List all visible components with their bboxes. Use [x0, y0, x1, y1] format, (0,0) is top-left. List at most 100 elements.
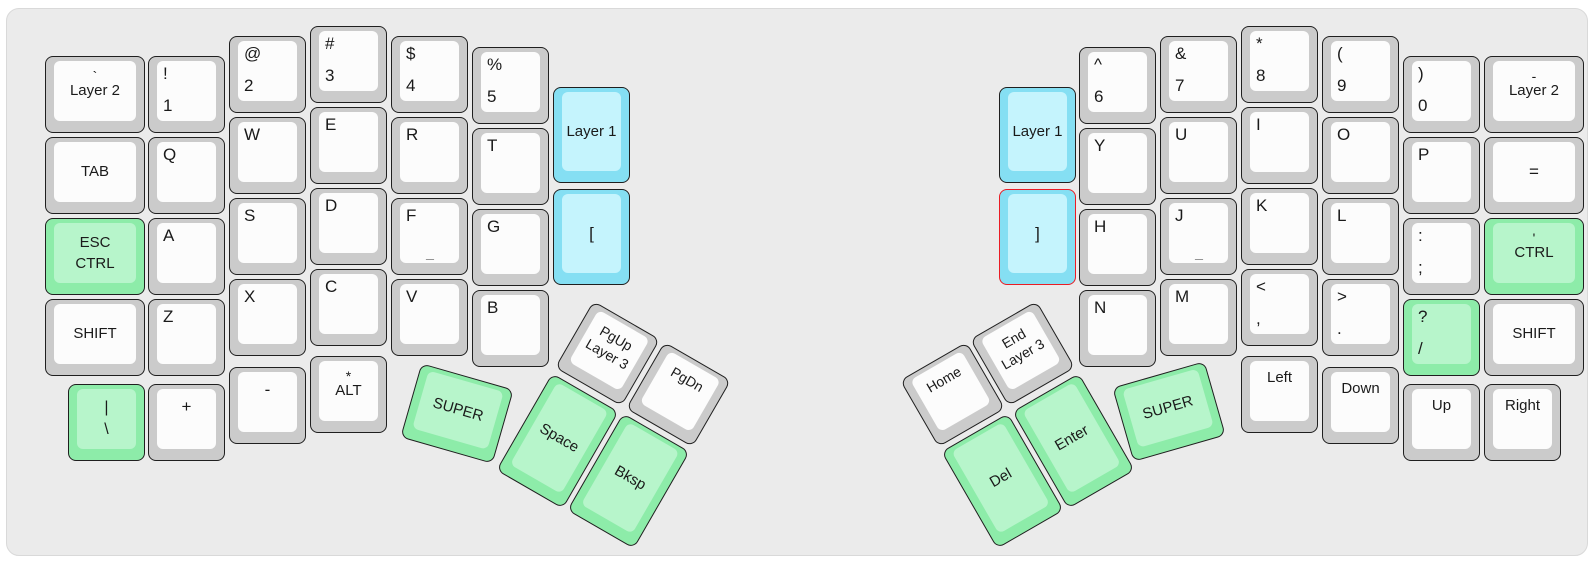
- key-right-bracket[interactable]: ]: [999, 189, 1076, 285]
- keycap-top: ?/: [1412, 304, 1471, 364]
- key-legends: Left: [1250, 361, 1309, 421]
- key-asterisk-alt[interactable]: *ALT: [310, 356, 387, 433]
- key-greater-period[interactable]: >.: [1322, 279, 1399, 356]
- key-legends: [: [562, 194, 621, 273]
- key-t[interactable]: T: [472, 128, 549, 205]
- key-pipe-backslash[interactable]: |\: [68, 384, 145, 461]
- key-j[interactable]: J_: [1160, 198, 1237, 275]
- key-shift-right[interactable]: SHIFT: [1484, 299, 1584, 376]
- key-q[interactable]: Q: [148, 137, 225, 214]
- key-hash-3[interactable]: #3: [310, 26, 387, 103]
- keycap-top: O: [1331, 122, 1390, 182]
- key-legend: ESC: [79, 234, 111, 252]
- key-legends: !1: [157, 61, 216, 121]
- key-legend: <: [1256, 277, 1266, 296]
- keycap-top: Down: [1331, 372, 1390, 432]
- key-shift-left[interactable]: SHIFT: [45, 299, 145, 376]
- key-legends: SUPER: [412, 371, 504, 450]
- key-b[interactable]: B: [472, 290, 549, 367]
- key-rparen-0[interactable]: )0: [1403, 56, 1480, 133]
- key-o[interactable]: O: [1322, 117, 1399, 194]
- key-r[interactable]: R: [391, 117, 468, 194]
- key-legend: C: [325, 277, 338, 296]
- key-exclam-1[interactable]: !1: [148, 56, 225, 133]
- key-question-slash[interactable]: ?/: [1403, 299, 1480, 376]
- key-f[interactable]: F_: [391, 198, 468, 275]
- key-s[interactable]: S: [229, 198, 306, 275]
- key-minus[interactable]: -: [229, 367, 306, 444]
- key-up-arrow[interactable]: Up: [1403, 384, 1480, 461]
- key-u[interactable]: U: [1160, 117, 1237, 194]
- key-layer1-left[interactable]: Layer 1: [553, 87, 630, 183]
- key-legends: H: [1088, 214, 1147, 274]
- key-down-arrow[interactable]: Down: [1322, 367, 1399, 444]
- key-w[interactable]: W: [229, 117, 306, 194]
- key-legend: T: [487, 136, 498, 155]
- key-legend: \: [104, 420, 109, 438]
- key-h[interactable]: H: [1079, 209, 1156, 286]
- key-legend: 8: [1256, 66, 1266, 86]
- key-legends: %5: [481, 52, 540, 112]
- key-quote-ctrl[interactable]: 'CTRL: [1484, 218, 1584, 295]
- key-legend: F: [406, 206, 417, 225]
- keycap-top: K: [1250, 193, 1309, 253]
- key-v[interactable]: V: [391, 279, 468, 356]
- keycap-top: R: [400, 122, 459, 182]
- key-equals[interactable]: =: [1484, 137, 1584, 214]
- keycap-top: )0: [1412, 61, 1471, 121]
- key-legends: Layer 1: [562, 92, 621, 171]
- key-legends: W: [238, 122, 297, 182]
- key-legend: Y: [1094, 136, 1106, 155]
- key-minus-layer2[interactable]: -Layer 2: [1484, 56, 1584, 133]
- key-legends: 'CTRL: [1493, 223, 1575, 283]
- key-legend: Layer 2: [1508, 82, 1560, 100]
- key-y[interactable]: Y: [1079, 128, 1156, 205]
- key-colon-semicolon[interactable]: :;: [1403, 218, 1480, 295]
- key-super-right[interactable]: SUPER: [1112, 361, 1226, 462]
- keycap-top: *ALT: [319, 361, 378, 421]
- key-n[interactable]: N: [1079, 290, 1156, 367]
- key-c[interactable]: C: [310, 269, 387, 346]
- key-left-bracket[interactable]: [: [553, 189, 630, 285]
- key-g[interactable]: G: [472, 209, 549, 286]
- key-k[interactable]: K: [1241, 188, 1318, 265]
- key-right-arrow[interactable]: Right: [1484, 384, 1561, 461]
- key-l[interactable]: L: [1322, 198, 1399, 275]
- key-legend: SUPER: [430, 394, 486, 426]
- key-amp-7[interactable]: &7: [1160, 36, 1237, 113]
- keycap-top: Home: [910, 350, 992, 433]
- key-percent-5[interactable]: %5: [472, 47, 549, 124]
- key-m[interactable]: M: [1160, 279, 1237, 356]
- key-legends: #3: [319, 31, 378, 91]
- key-plus[interactable]: +: [148, 384, 225, 461]
- key-caret-6[interactable]: ^6: [1079, 47, 1156, 124]
- key-i[interactable]: I: [1241, 107, 1318, 184]
- key-asterisk-8[interactable]: *8: [1241, 26, 1318, 103]
- key-legend: ): [1418, 64, 1424, 83]
- key-legend: @: [244, 44, 262, 63]
- key-tab[interactable]: TAB: [45, 137, 145, 214]
- key-grave-layer2[interactable]: `Layer 2: [45, 56, 145, 133]
- key-layer1-right[interactable]: Layer 1: [999, 87, 1076, 183]
- key-a[interactable]: A: [148, 218, 225, 295]
- key-x[interactable]: X: [229, 279, 306, 356]
- key-at-2[interactable]: @2: [229, 36, 306, 113]
- key-d[interactable]: D: [310, 188, 387, 265]
- key-e[interactable]: E: [310, 107, 387, 184]
- key-super-left[interactable]: SUPER: [400, 363, 514, 464]
- keycap-top: -Layer 2: [1493, 61, 1575, 121]
- key-legend: V: [406, 287, 418, 306]
- key-legend: ': [1532, 230, 1536, 246]
- key-p[interactable]: P: [1403, 137, 1480, 214]
- key-less-comma[interactable]: <,: [1241, 269, 1318, 346]
- key-lparen-9[interactable]: (9: [1322, 36, 1399, 113]
- key-z[interactable]: Z: [148, 299, 225, 376]
- key-dollar-4[interactable]: $4: [391, 36, 468, 113]
- key-left-arrow[interactable]: Left: [1241, 356, 1318, 433]
- key-legend: O: [1337, 125, 1351, 144]
- key-legend: 3: [325, 66, 335, 86]
- key-legends: R: [400, 122, 459, 182]
